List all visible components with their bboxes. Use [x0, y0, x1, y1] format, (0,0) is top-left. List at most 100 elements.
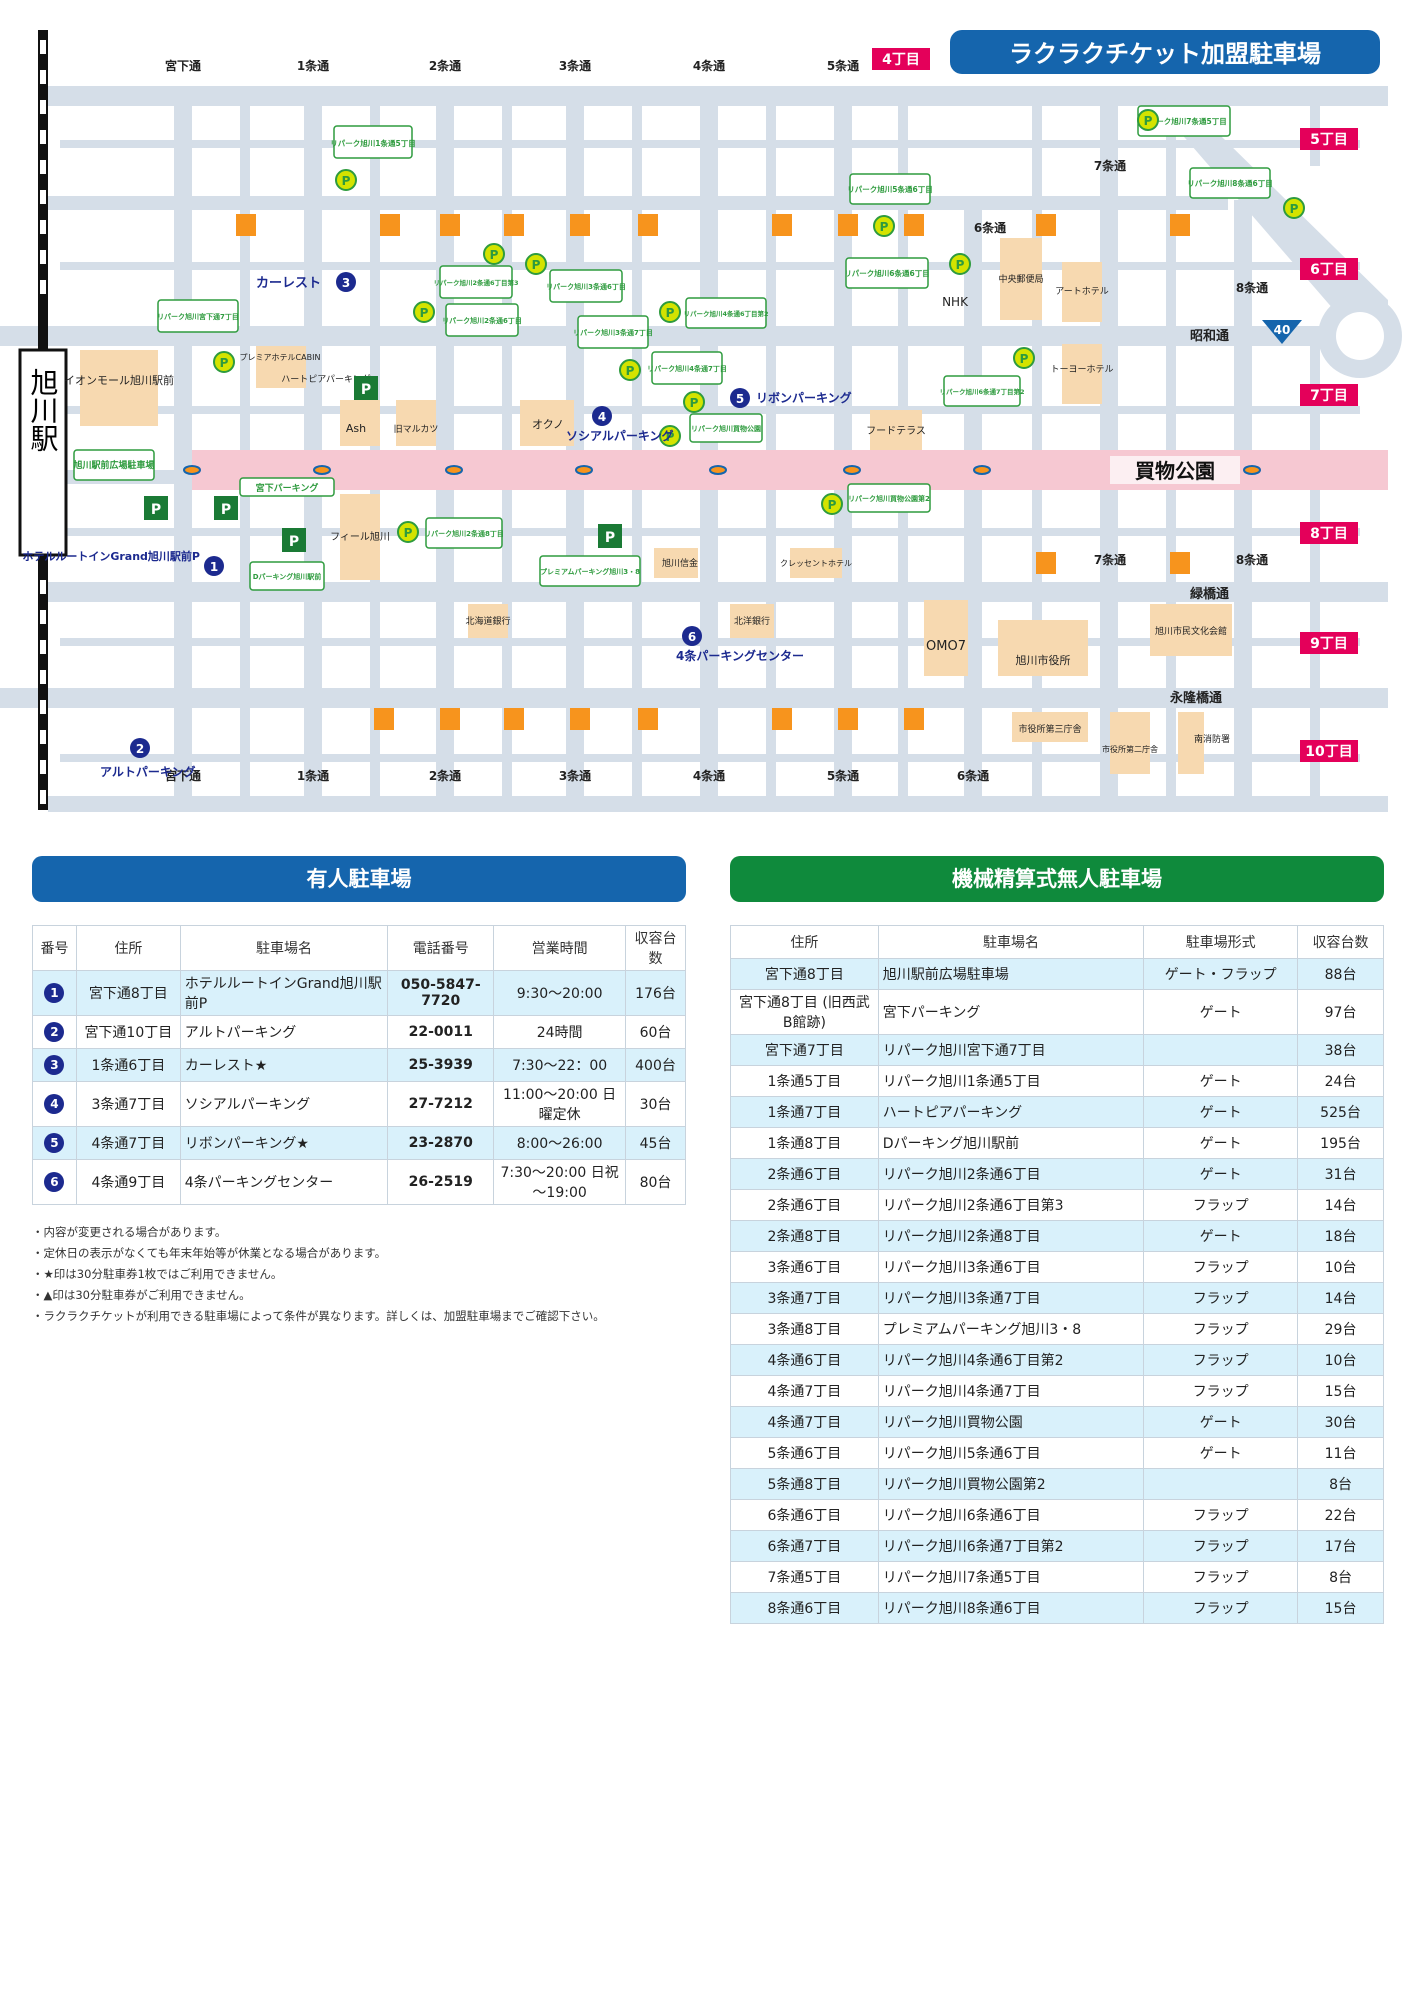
cell-addr: 宮下通7丁目 — [730, 1034, 879, 1066]
street-label: 永隆橋通 — [1169, 690, 1222, 706]
cell-addr: 5条通6丁目 — [730, 1437, 879, 1469]
svg-text:P: P — [956, 258, 965, 272]
bldg-nhk: NHK — [942, 295, 969, 309]
repark-label: プレミアムパーキング旭川3・8 — [540, 567, 640, 576]
cell-name: リパーク旭川4条通6丁目第2 — [877, 1344, 1145, 1376]
cell-name: カーレスト★ — [179, 1048, 389, 1082]
cell-cap: 30台 — [1297, 1406, 1384, 1438]
col-addr: 住所 — [730, 925, 879, 959]
cell-type — [1143, 1468, 1299, 1500]
cell-hours: 7:30〜20:00 日祝 〜19:00 — [493, 1159, 627, 1205]
cell-cap: 15台 — [1297, 1592, 1384, 1624]
repark-label: リパーク旭川2条通6丁目 — [442, 316, 522, 325]
cell-type: フラップ — [1143, 1592, 1299, 1624]
bldg-marukatsu: 旧マルカツ — [394, 424, 439, 435]
table-row: 5 4条通7丁目 リボンパーキング★ 23-2870 8:00〜26:00 45… — [32, 1126, 686, 1160]
cell-type: フラップ — [1143, 1375, 1299, 1407]
cell-name: リパーク旭川買物公園 — [877, 1406, 1145, 1438]
cell-cap: 525台 — [1297, 1096, 1384, 1128]
avenue-label: 宮下通 — [165, 768, 201, 783]
map-title-banner — [950, 30, 1380, 74]
buildings — [80, 238, 1232, 774]
cell-addr: 4条通6丁目 — [730, 1344, 879, 1376]
cell-name: リパーク旭川3条通7丁目 — [877, 1282, 1145, 1314]
cell-cap: 18台 — [1297, 1220, 1384, 1252]
svg-text:P: P — [221, 502, 231, 518]
cell-cap: 45台 — [625, 1126, 686, 1160]
cell-name: アルトパーキング — [179, 1015, 389, 1049]
staffed-table: 番号 住所 駐車場名 電話番号 営業時間 収容台数 1 宮下通8丁目 ホテルルー… — [32, 925, 686, 1205]
cell-type: フラップ — [1143, 1282, 1299, 1314]
avenue-label: 4条通 — [693, 768, 725, 783]
cell-addr: 7条通5丁目 — [730, 1561, 879, 1593]
cell-addr: 3条通7丁目 — [75, 1081, 181, 1127]
svg-text:P: P — [828, 498, 837, 512]
cell-name: リパーク旭川宮下通7丁目 — [877, 1034, 1145, 1066]
repark-label: リパーク旭川1条通5丁目 — [330, 138, 415, 148]
svg-text:P: P — [289, 534, 299, 550]
cell-tel: 25-3939 — [387, 1048, 495, 1082]
cell-type: ゲート・フラップ — [1143, 958, 1299, 990]
cell-addr: 4条通7丁目 — [730, 1406, 879, 1438]
chome-label: 7丁目 — [1310, 388, 1348, 404]
cell-name: リボンパーキング★ — [179, 1126, 389, 1160]
cell-name: リパーク旭川6条通6丁目 — [877, 1499, 1145, 1531]
cell-addr: 1条通8丁目 — [730, 1127, 879, 1159]
avenue-label: 2条通 — [429, 768, 461, 783]
cell-addr: 2条通8丁目 — [730, 1220, 879, 1252]
row-number: 6 — [44, 1172, 65, 1192]
cell-name: プレミアムパーキング旭川3・8 — [877, 1313, 1145, 1345]
cell-type: フラップ — [1143, 1561, 1299, 1593]
cell-addr: 3条通7丁目 — [730, 1282, 879, 1314]
cell-name: リパーク旭川8条通6丁目 — [877, 1592, 1145, 1624]
table-row: 3 1条通6丁目 カーレスト★ 25-3939 7:30〜22：00 400台 — [32, 1048, 686, 1082]
svg-text:P: P — [420, 306, 429, 320]
repark-label: リパーク旭川6条通7丁目第2 — [939, 387, 1024, 396]
staffed-header: 有人駐車場 — [32, 856, 686, 902]
cell-type: ゲート — [1143, 1437, 1299, 1469]
cell-name: リパーク旭川7条通5丁目 — [877, 1561, 1145, 1593]
svg-text:P: P — [220, 356, 229, 370]
street-label: 昭和通 — [1190, 328, 1229, 344]
note-item: ・★印は30分駐車券1枚ではご利用できません。 — [32, 1267, 283, 1281]
cell-type: ゲート — [1143, 1220, 1299, 1252]
bldg-ash: Ash — [346, 422, 366, 435]
unstaffed-header: 機械精算式無人駐車場 — [730, 856, 1384, 902]
chome-label: 6丁目 — [1310, 262, 1348, 278]
bldg-annex3: 市役所第三庁舎 — [1018, 723, 1081, 735]
svg-text:4: 4 — [598, 410, 606, 424]
cell-addr: 宮下通10丁目 — [75, 1015, 181, 1049]
avenue-label: 4条通 — [693, 58, 725, 73]
park-dots — [183, 465, 1261, 475]
svg-text:P: P — [404, 526, 413, 540]
cell-addr: 宮下通8丁目 (旧西武B館跡) — [730, 989, 879, 1035]
repark-label: リパーク旭川2条通6丁目第3 — [433, 278, 518, 287]
chome-label: 4丁目 — [882, 52, 920, 68]
notes: ・内容が変更される場合があります。 ・定休日の表示がなくても年末年始等が休業とな… — [32, 1222, 605, 1327]
route-40-icon — [1262, 320, 1302, 344]
city-map: 旭川駅 買物公園 イオンモール旭川駅前 プレミアホテルCABIN ハートピアパー… — [0, 30, 1402, 812]
cell-cap: 97台 — [1297, 989, 1384, 1035]
cell-type: フラップ — [1143, 1499, 1299, 1531]
avenue-label: 5条通 — [827, 768, 859, 783]
bldg-okuno: オクノ — [532, 418, 564, 431]
cell-cap: 14台 — [1297, 1189, 1384, 1221]
bldg-bunka: 旭川市民文化会館 — [1155, 625, 1227, 637]
cell-name: 4条パーキングセンター — [179, 1159, 389, 1205]
cell-name: リパーク旭川2条通6丁目 — [877, 1158, 1145, 1190]
cell-addr: 4条通7丁目 — [730, 1375, 879, 1407]
bldg-annex2: 市役所第二庁舎 — [1102, 744, 1158, 754]
avenue-label: 6条通 — [957, 768, 989, 783]
col-cap: 収容台数 — [625, 925, 686, 971]
cell-cap: 88台 — [1297, 958, 1384, 990]
cell-hours: 9:30〜20:00 — [493, 970, 627, 1016]
svg-text:3: 3 — [342, 276, 350, 290]
